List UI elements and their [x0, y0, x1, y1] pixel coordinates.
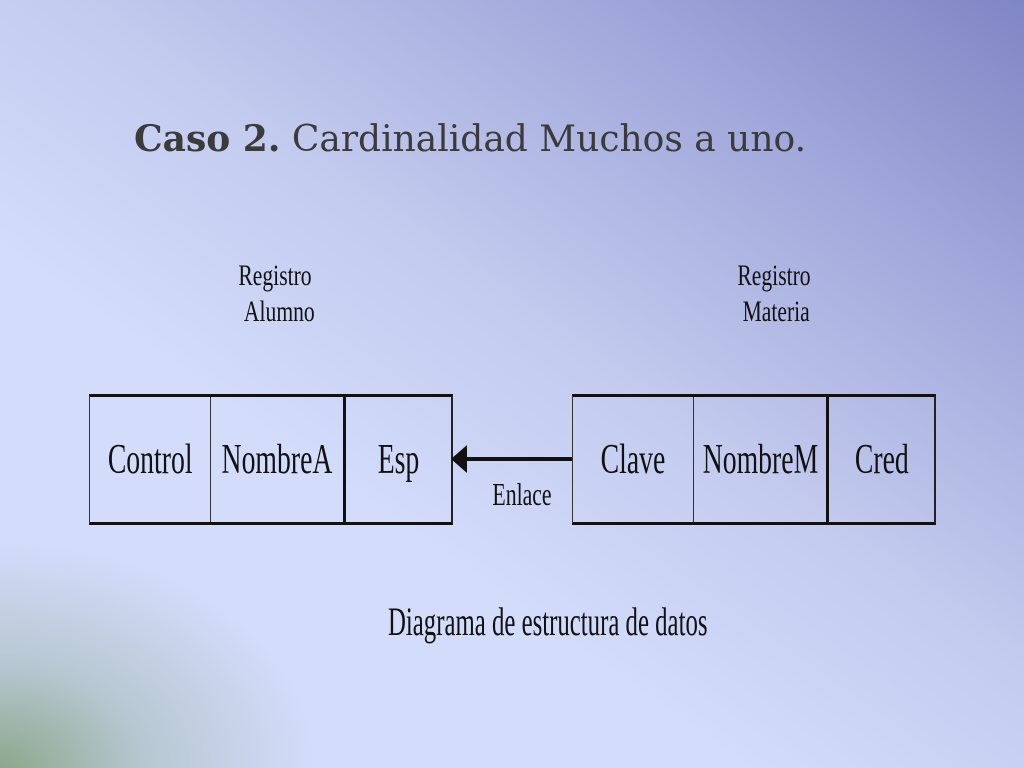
- field-cred-label: Cred: [854, 436, 909, 483]
- field-clave-label: Clave: [600, 436, 666, 483]
- field-nombrea-label: NombreA: [221, 436, 333, 483]
- field-esp-label: Esp: [377, 436, 420, 483]
- field-nombrea: NombreA: [211, 397, 346, 522]
- record-label-alumno-line2: Alumno: [243, 295, 315, 328]
- field-nombrem: NombreM: [694, 397, 829, 522]
- link-arrow-line: [462, 457, 573, 461]
- field-clave: Clave: [573, 397, 694, 522]
- field-nombrem-label: NombreM: [702, 436, 818, 483]
- record-label-materia-line1: Registro: [737, 259, 811, 292]
- link-label: Enlace: [492, 476, 552, 512]
- record-label-alumno: Registro Alumno: [203, 258, 347, 330]
- record-label-materia-line2: Materia: [742, 295, 810, 328]
- slide-title: Caso 2. Cardinalidad Muchos a uno.: [134, 118, 806, 160]
- record-label-materia: Registro Materia: [702, 258, 846, 330]
- record-materia: Clave NombreM Cred: [572, 394, 936, 525]
- slide-title-text: Cardinalidad Muchos a uno.: [291, 119, 807, 160]
- slide-title-case: Caso 2.: [134, 118, 281, 160]
- link-arrow-head: [451, 445, 467, 473]
- record-alumno: Control NombreA Esp: [89, 394, 453, 525]
- diagram-caption: Diagrama de estructura de datos: [388, 599, 708, 644]
- field-control: Control: [90, 397, 211, 522]
- field-control-label: Control: [107, 436, 193, 483]
- record-label-alumno-line1: Registro: [238, 259, 312, 292]
- field-cred: Cred: [829, 397, 934, 522]
- field-esp: Esp: [346, 397, 451, 522]
